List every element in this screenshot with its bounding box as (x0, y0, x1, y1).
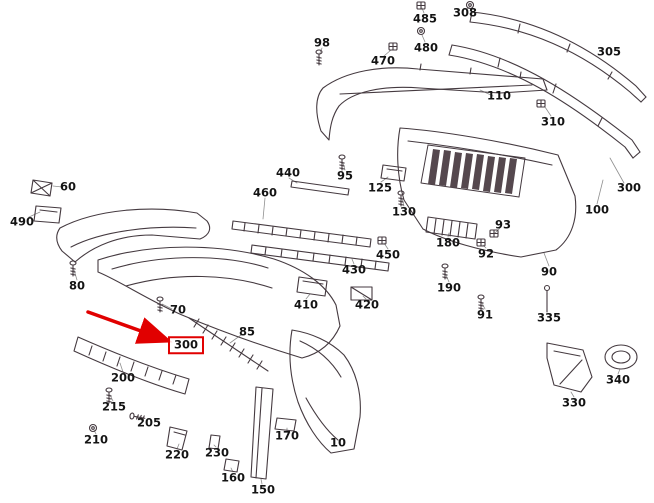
part-label-90[interactable]: 90 (540, 264, 558, 279)
part-label-340[interactable]: 340 (605, 372, 631, 387)
part-label-93[interactable]: 93 (494, 217, 512, 232)
part-label-308[interactable]: 308 (452, 5, 478, 20)
screw-98 (315, 49, 323, 66)
part-label-410[interactable]: 410 (293, 297, 319, 312)
part-shape-60 (30, 179, 53, 197)
part-label-450[interactable]: 450 (375, 247, 401, 262)
part-shape-340 (604, 344, 638, 370)
part-label-220[interactable]: 220 (164, 447, 190, 462)
part-label-305[interactable]: 305 (596, 44, 622, 59)
part-label-335[interactable]: 335 (536, 310, 562, 325)
part-shape-430 (250, 244, 390, 272)
nut-480 (416, 26, 426, 36)
part-shape-125 (380, 164, 407, 182)
part-label-300[interactable]: 300 (616, 180, 642, 195)
screw-70 (156, 296, 164, 313)
part-shape-440 (290, 180, 350, 196)
part-shape-180 (425, 216, 478, 240)
part-shape-upper-strip (448, 44, 641, 159)
part-label-80[interactable]: 80 (68, 278, 86, 293)
part-label-485[interactable]: 485 (412, 11, 438, 26)
part-label-98[interactable]: 98 (313, 35, 331, 50)
part-label-205[interactable]: 205 (136, 415, 162, 430)
clip-470 (388, 42, 398, 51)
part-label-160[interactable]: 160 (220, 470, 246, 485)
part-shape-150 (250, 386, 274, 480)
part-label-10[interactable]: 10 (329, 435, 347, 450)
part-label-330[interactable]: 330 (561, 395, 587, 410)
part-shape-170 (274, 417, 297, 432)
part-label-420[interactable]: 420 (354, 297, 380, 312)
part-shape-200 (73, 336, 190, 395)
part-label-92[interactable]: 92 (477, 246, 495, 261)
part-shape-460 (231, 220, 372, 248)
part-label-85[interactable]: 85 (238, 324, 256, 339)
part-shape-left-panel (56, 208, 211, 263)
part-label-440[interactable]: 440 (275, 165, 301, 180)
part-label-190[interactable]: 190 (436, 280, 462, 295)
part-label-230[interactable]: 230 (204, 445, 230, 460)
part-label-60[interactable]: 60 (59, 179, 77, 194)
part-label-100[interactable]: 100 (584, 202, 610, 217)
part-label-180[interactable]: 180 (435, 235, 461, 250)
part-shape-490 (33, 205, 62, 224)
part-shape-90 (397, 127, 577, 258)
part-label-210[interactable]: 210 (83, 432, 109, 447)
part-label-490[interactable]: 490 (9, 214, 35, 229)
part-label-480[interactable]: 480 (413, 40, 439, 55)
part-label-125[interactable]: 125 (367, 180, 393, 195)
part-label-91[interactable]: 91 (476, 307, 494, 322)
fasteners (69, 0, 546, 433)
part-shape-230 (208, 434, 221, 450)
highlight-group (86, 310, 173, 344)
part-label-110[interactable]: 110 (486, 88, 512, 103)
part-label-70[interactable]: 70 (169, 302, 187, 317)
part-shape-160 (223, 458, 240, 473)
part-label-200[interactable]: 200 (110, 370, 136, 385)
part-shape-10 (289, 329, 361, 454)
part-shape-420 (350, 286, 373, 301)
part-label-150[interactable]: 150 (250, 482, 276, 497)
part-label-460[interactable]: 460 (252, 185, 278, 200)
ring-210 (88, 423, 98, 433)
clip-310 (536, 99, 546, 108)
clip-450 (377, 236, 387, 245)
part-shape-220 (166, 426, 188, 451)
part-shape-110 (316, 63, 548, 141)
part-label-95[interactable]: 95 (336, 168, 354, 183)
part-label-300-highlighted[interactable]: 300 (167, 336, 205, 354)
part-label-430[interactable]: 430 (341, 262, 367, 277)
pointer-arrow-icon (86, 310, 173, 344)
part-label-130[interactable]: 130 (391, 204, 417, 219)
clip-485 (416, 1, 426, 10)
part-label-310[interactable]: 310 (540, 114, 566, 129)
part-label-170[interactable]: 170 (274, 428, 300, 443)
part-label-470[interactable]: 470 (370, 53, 396, 68)
part-shape-305 (469, 11, 647, 103)
part-shape-410 (296, 276, 328, 297)
part-shape-85 (188, 317, 269, 372)
part-shape-335 (543, 284, 551, 313)
part-shape-330 (546, 342, 593, 393)
part-label-215[interactable]: 215 (101, 399, 127, 414)
clip-92 (476, 238, 486, 247)
